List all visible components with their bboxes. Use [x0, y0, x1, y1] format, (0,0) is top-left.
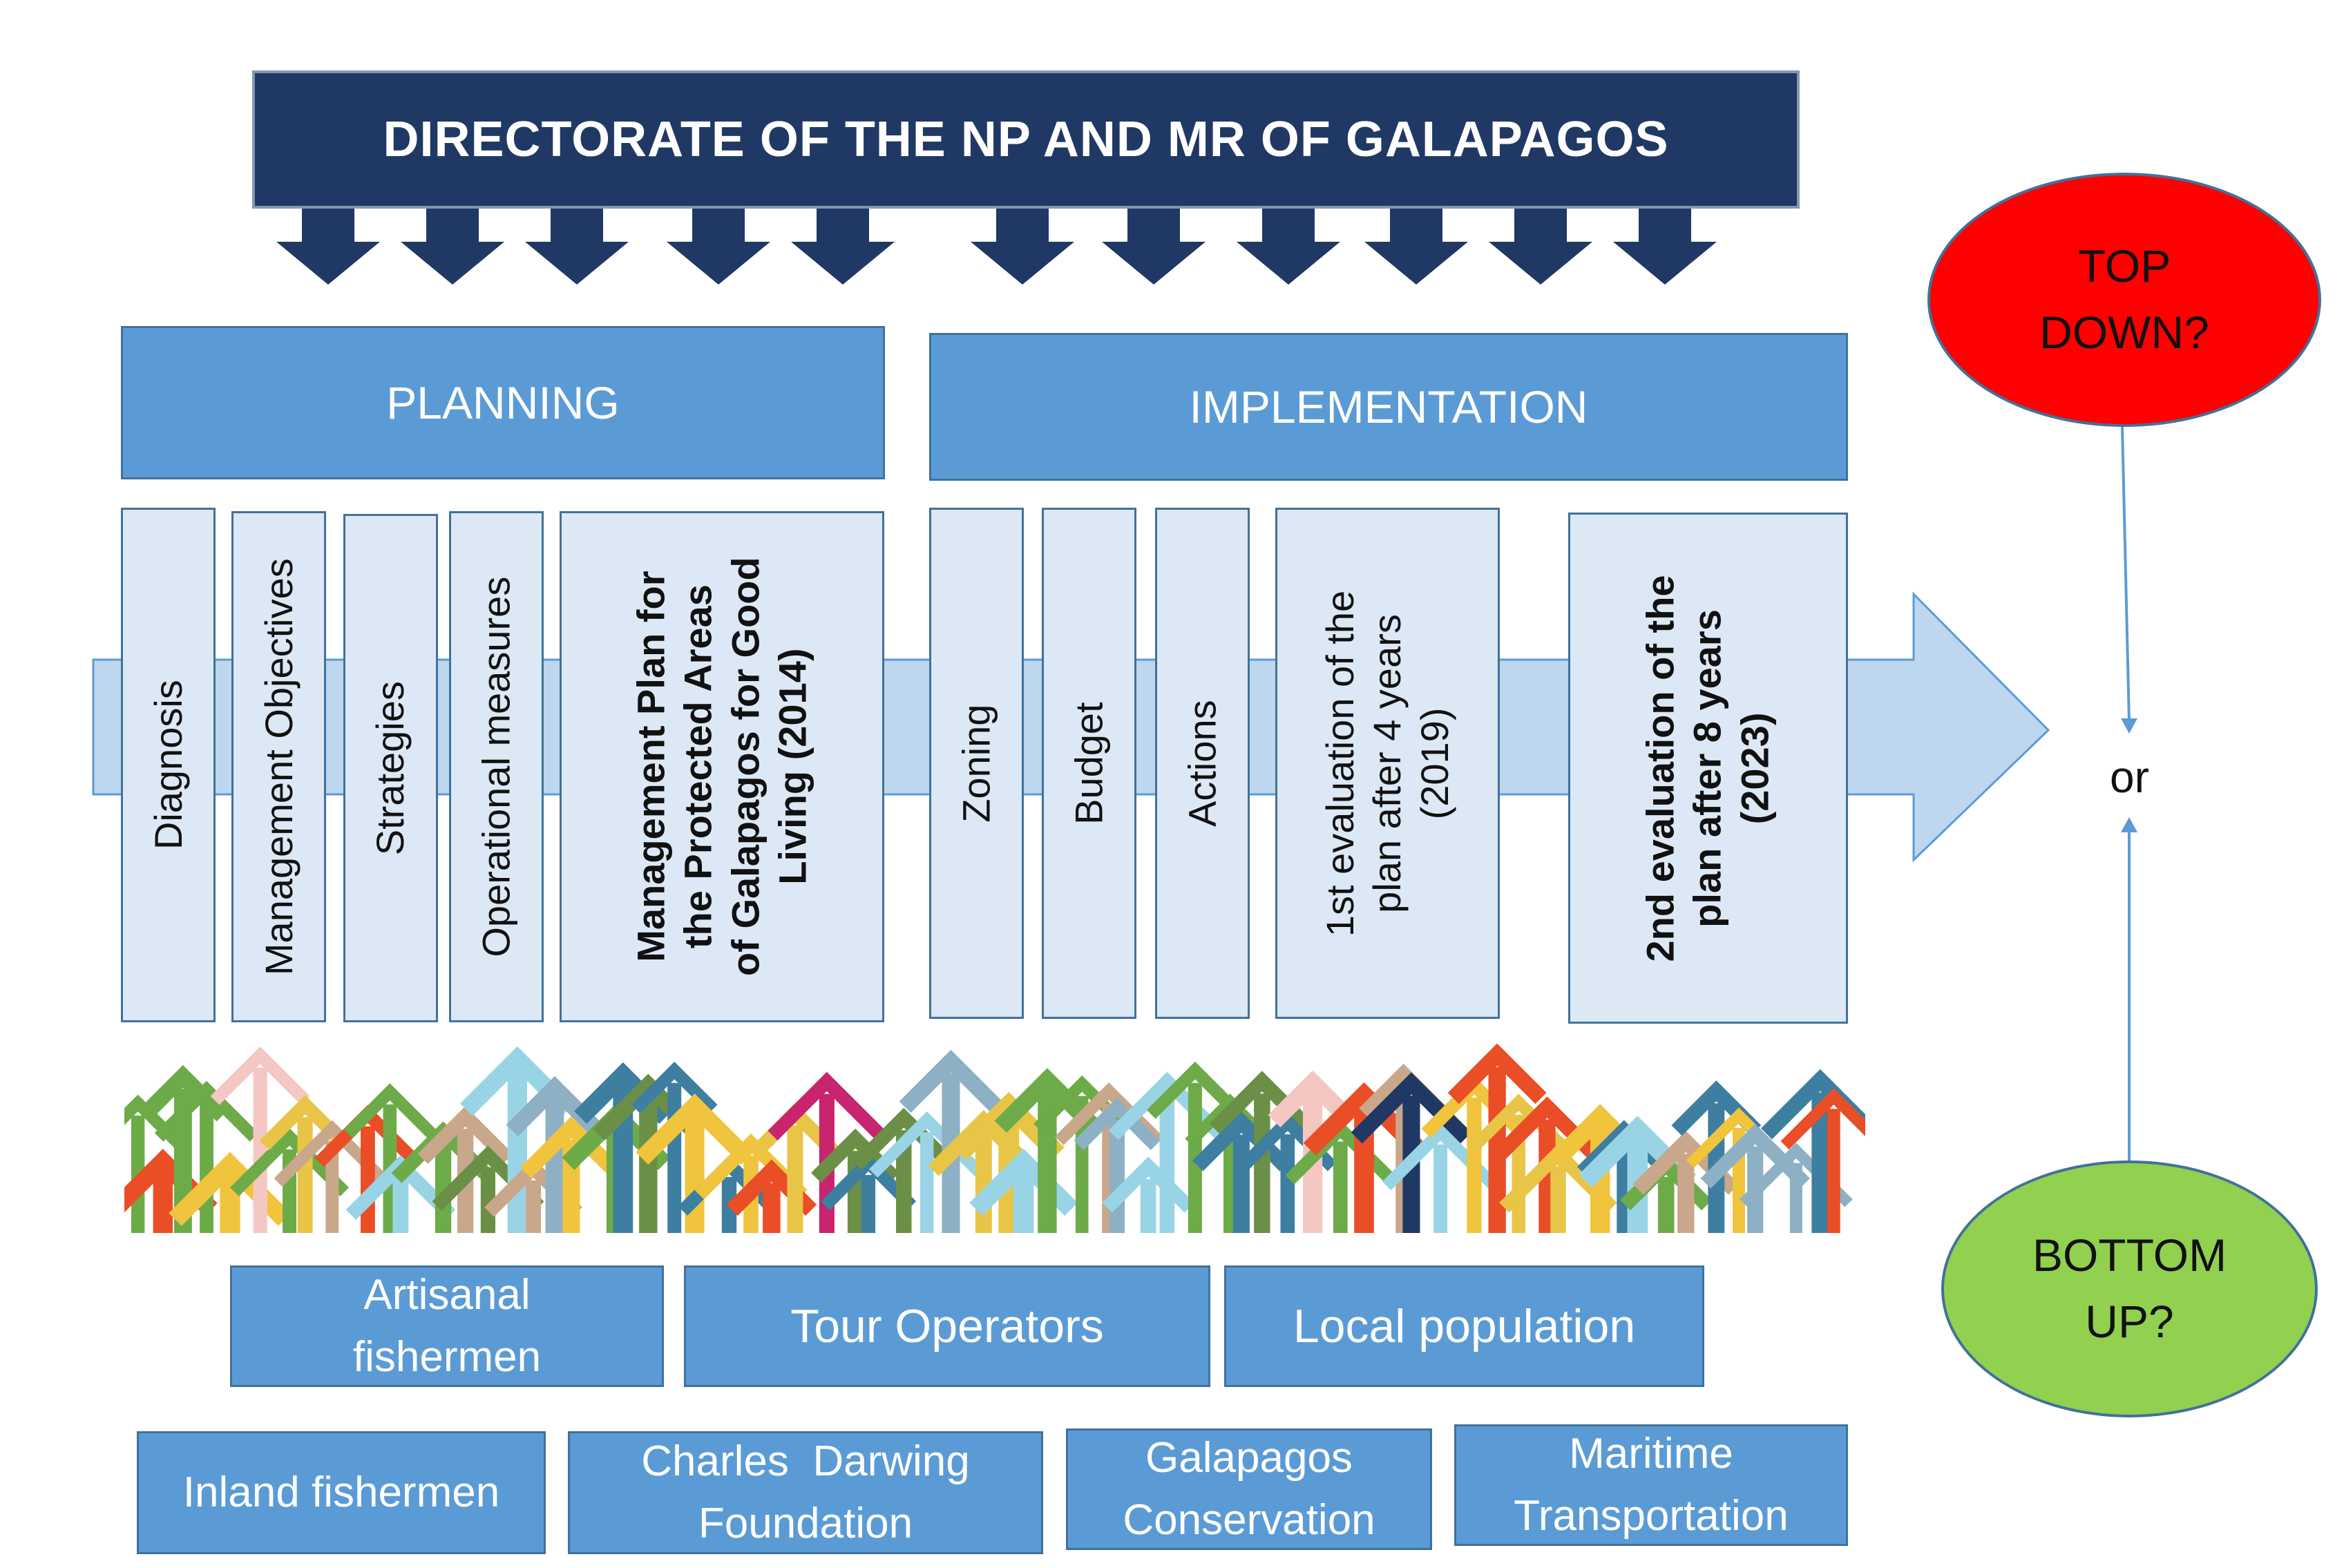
- step-operational-measures: Operational measures: [449, 511, 544, 1022]
- artisanal-line1: Artisanal: [363, 1271, 531, 1319]
- participation-arrow-icon: [851, 1107, 956, 1233]
- step-actions: Actions: [1155, 508, 1250, 1019]
- stakeholder-inland-fishermen: Inland fishermen: [137, 1431, 546, 1554]
- step-strategies: Strategies: [343, 514, 438, 1022]
- stakeholder-charles-darwin-foundation-label: Charles Darwing Foundation: [641, 1431, 970, 1555]
- stakeholder-inland-fishermen-label: Inland fishermen: [182, 1469, 500, 1517]
- participation-arrow-icon: [506, 1075, 604, 1233]
- stakeholder-local-population-label: Local population: [1293, 1299, 1636, 1352]
- participation-arrow-icon: [1102, 1156, 1195, 1233]
- top-down-ellipse: TOP DOWN?: [1927, 173, 2321, 427]
- participation-arrow-icon: [1780, 1088, 1865, 1233]
- participation-arrow-icon: [1108, 1071, 1226, 1233]
- participation-arrow-icon: [1192, 1111, 1290, 1233]
- artisanal-line2: fishermen: [352, 1333, 542, 1381]
- cdf-line2: Foundation: [698, 1500, 913, 1547]
- stakeholder-galapagos-conservation-label: Galapagos Conservation: [1123, 1427, 1375, 1551]
- stakeholder-maritime-transportation-label: Maritime Transportation: [1514, 1423, 1788, 1547]
- planning-label: PLANNING: [386, 377, 620, 428]
- stakeholder-charles-darwin-foundation: Charles Darwing Foundation: [568, 1431, 1043, 1554]
- mt-line1: Maritime: [1569, 1430, 1733, 1478]
- cdf-line1: Charles Darwing: [641, 1437, 970, 1486]
- stakeholder-local-population: Local population: [1224, 1265, 1704, 1387]
- step-diagnosis: Diagnosis: [121, 508, 216, 1022]
- top-down-line1: TOP: [2077, 240, 2171, 292]
- gc-line2: Conservation: [1123, 1496, 1375, 1544]
- step-second-evaluation: 2nd evaluation of the plan after 8 years…: [1568, 513, 1848, 1024]
- stakeholder-galapagos-conservation: Galapagos Conservation: [1066, 1428, 1432, 1550]
- stakeholder-maritime-transportation: Maritime Transportation: [1454, 1424, 1848, 1546]
- stakeholder-artisanal-fishermen: Artisanal fishermen: [230, 1265, 664, 1387]
- stakeholder-tour-operators-label: Tour Operators: [790, 1299, 1104, 1352]
- participation-arrows: [124, 1043, 1865, 1233]
- step-first-evaluation: 1st evaluation of the plan after 4 years…: [1275, 508, 1500, 1019]
- gc-line1: Galapagos: [1145, 1434, 1353, 1482]
- step-management-plan: Management Plan for the Protected Areas …: [560, 511, 884, 1022]
- step-management-objectives: Management Objectives: [231, 511, 326, 1022]
- mt-line2: Transportation: [1514, 1492, 1789, 1540]
- bottom-up-line2: UP?: [2085, 1296, 2174, 1347]
- or-text: or: [2110, 752, 2149, 802]
- bottom-up-line1: BOTTOM: [2032, 1230, 2227, 1281]
- arrow-up-to-or-icon: [2121, 817, 2137, 832]
- or-label: or: [2066, 743, 2193, 812]
- bottom-up-label: BOTTOM UP?: [2032, 1223, 2227, 1355]
- directorate-title: DIRECTORATE OF THE NP AND MR OF GALAPAGO…: [383, 112, 1669, 167]
- participation-arrow-icon: [210, 1046, 310, 1233]
- top-down-line2: DOWN?: [2039, 307, 2209, 358]
- implementation-header: IMPLEMENTATION: [929, 333, 1848, 481]
- directorate-banner: DIRECTORATE OF THE NP AND MR OF GALAPAGO…: [252, 70, 1800, 209]
- step-budget: Budget: [1042, 508, 1136, 1019]
- step-zoning: Zoning: [929, 508, 1024, 1019]
- arrow-down-to-or-icon: [2121, 718, 2137, 734]
- stakeholder-artisanal-fishermen-label: Artisanal fishermen: [353, 1264, 541, 1388]
- bottom-up-ellipse: BOTTOM UP?: [1941, 1160, 2318, 1417]
- stakeholder-tour-operators: Tour Operators: [684, 1265, 1210, 1387]
- implementation-label: IMPLEMENTATION: [1189, 381, 1588, 432]
- planning-header: PLANNING: [121, 326, 885, 479]
- top-down-label: TOP DOWN?: [2039, 233, 2209, 365]
